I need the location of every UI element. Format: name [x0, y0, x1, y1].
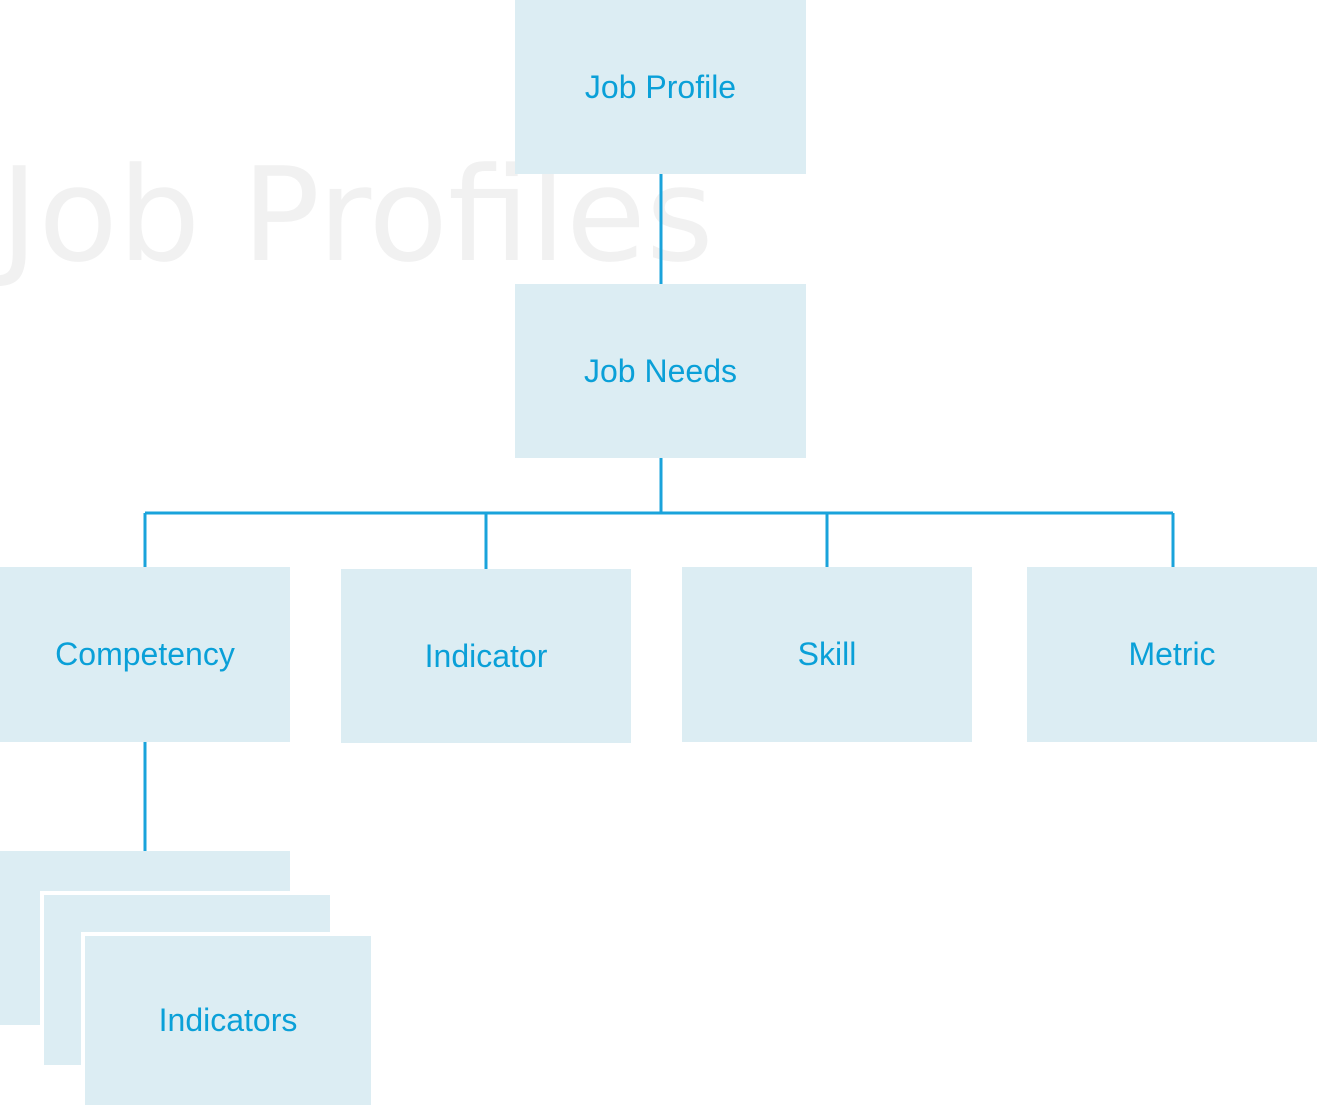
node-job-profile: Job Profile [515, 0, 806, 174]
node-indicator: Indicator [341, 569, 631, 743]
node-indicators-label: Indicators [158, 1002, 298, 1038]
node-indicator-label: Indicator [424, 637, 548, 674]
node-job-needs-label: Job Needs [584, 352, 737, 389]
node-metric: Metric [1027, 567, 1317, 742]
node-job-needs: Job Needs [515, 284, 806, 458]
node-competency-label: Competency [55, 636, 235, 672]
node-indicators: Indicators [81, 932, 371, 1105]
node-skill-label: Skill [797, 636, 857, 672]
node-competency: Competency [0, 567, 290, 742]
node-job-profile-label: Job Profile [584, 68, 737, 105]
node-metric-label: Metric [1128, 636, 1216, 672]
node-skill: Skill [682, 567, 972, 742]
